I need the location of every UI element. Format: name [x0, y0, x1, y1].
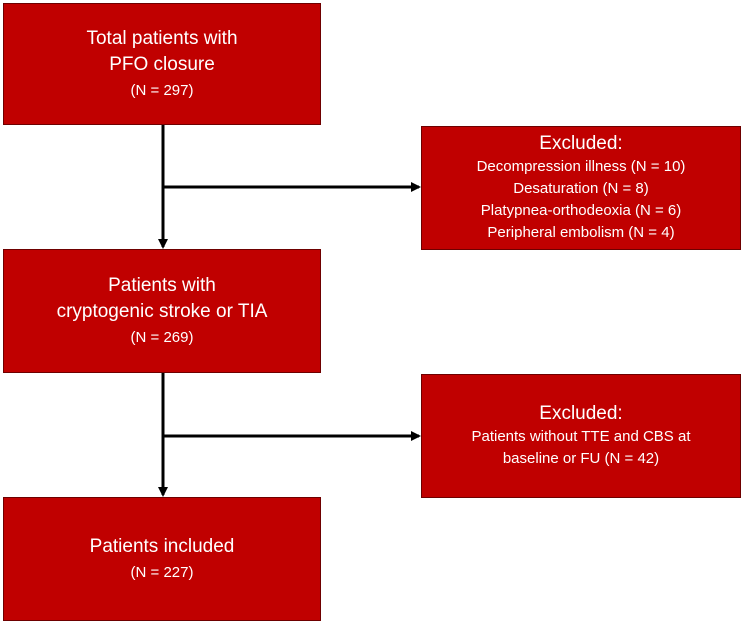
patients-included-box: Patients included (N = 227) — [3, 497, 321, 621]
total-line-2: PFO closure — [109, 54, 215, 75]
excluded-1-item: Peripheral embolism (N = 4) — [487, 224, 675, 241]
excluded-2-item: Patients without TTE and CBS at — [471, 428, 691, 445]
total-patients-box: Total patients with PFO closure (N = 297… — [3, 3, 321, 125]
excluded-box-2: Excluded: Patients without TTE and CBS a… — [421, 374, 741, 498]
cryptogenic-line-1: Patients with — [108, 275, 216, 296]
total-line-1: Total patients with — [86, 28, 238, 49]
excluded-box-1: Excluded: Decompression illness (N = 10)… — [421, 126, 741, 250]
cryptogenic-line-2: cryptogenic stroke or TIA — [56, 301, 268, 322]
excluded-1-item: Platypnea-orthodeoxia (N = 6) — [480, 202, 682, 219]
excluded-1-item: Decompression illness (N = 10) — [476, 158, 686, 175]
excluded-2-item: baseline or FU (N = 42) — [502, 450, 660, 467]
excluded-1-title: Excluded: — [539, 133, 623, 154]
total-count: (N = 297) — [130, 82, 194, 99]
included-count: (N = 227) — [130, 564, 194, 581]
excluded-2-title: Excluded: — [539, 403, 623, 424]
cryptogenic-count: (N = 269) — [130, 329, 194, 346]
cryptogenic-stroke-box: Patients with cryptogenic stroke or TIA … — [3, 249, 321, 373]
excluded-1-item: Desaturation (N = 8) — [513, 180, 649, 197]
included-line-1: Patients included — [89, 536, 235, 557]
